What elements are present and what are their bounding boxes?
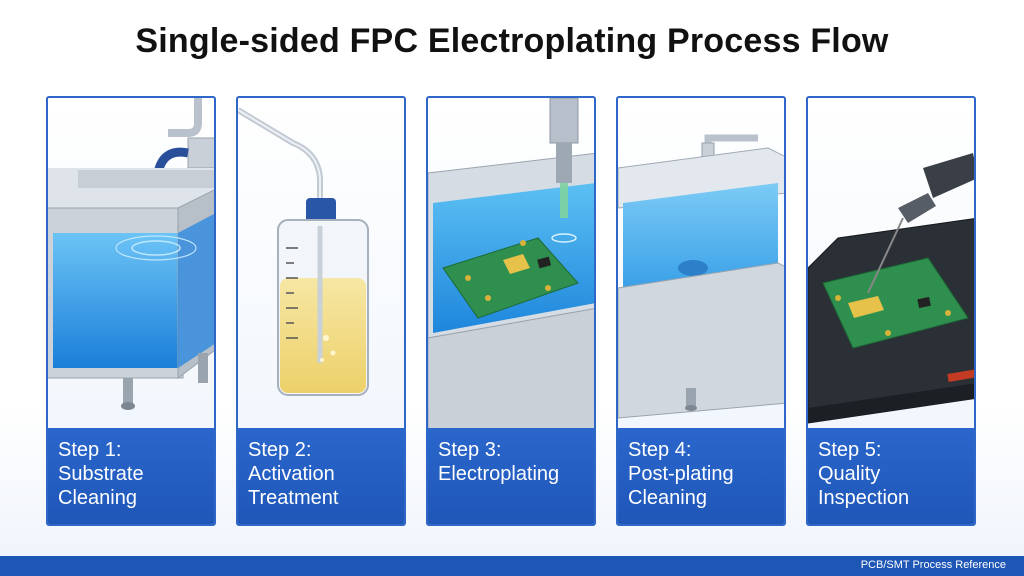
probe-inspection-icon xyxy=(808,153,974,424)
step-name-line: Post-plating xyxy=(628,463,734,485)
step-name-line: Cleaning xyxy=(58,487,137,509)
step-name-line: Cleaning xyxy=(628,487,707,509)
step-number: Step 3: xyxy=(438,439,502,461)
step-number: Step 4: xyxy=(628,439,692,461)
footer-bar: PCB/SMT Process Reference xyxy=(0,556,1024,576)
step-number: Step 1: xyxy=(58,439,122,461)
wash-sink-icon xyxy=(618,134,784,419)
step-name-line: Activation xyxy=(248,463,335,485)
step-label-5: Step 5: Quality Inspection xyxy=(808,428,974,524)
step-name-line: Substrate xyxy=(58,463,144,485)
step-label-2: Step 2: Activation Treatment xyxy=(238,428,404,524)
step-card-3: Step 3: Electroplating xyxy=(426,96,596,526)
step-label-4: Step 4: Post-plating Cleaning xyxy=(618,428,784,524)
step-label-1: Step 1: Substrate Cleaning xyxy=(48,428,214,524)
step-name-line: Inspection xyxy=(818,487,910,509)
footer-text: PCB/SMT Process Reference xyxy=(860,559,1006,571)
page-title: Single-sided FPC Electroplating Process … xyxy=(135,22,889,60)
rinse-tank-icon xyxy=(48,98,214,410)
step-name-line: Treatment xyxy=(248,487,339,509)
step-card-5: Step 5: Quality Inspection xyxy=(806,96,976,526)
step-name-line: Quality xyxy=(818,463,881,485)
step-card-4: Step 4: Post-plating Cleaning xyxy=(616,96,786,526)
step-name-line: Electroplating xyxy=(438,463,560,485)
step-number: Step 5: xyxy=(818,439,882,461)
step-card-1: Step 1: Substrate Cleaning xyxy=(46,96,216,526)
step-label-3: Step 3: Electroplating xyxy=(428,428,594,524)
activation-beaker-icon xyxy=(238,107,369,396)
step-card-2: Step 2: Activation Treatment xyxy=(236,96,406,526)
plating-bath-icon xyxy=(428,98,594,433)
step-number: Step 2: xyxy=(248,439,312,461)
